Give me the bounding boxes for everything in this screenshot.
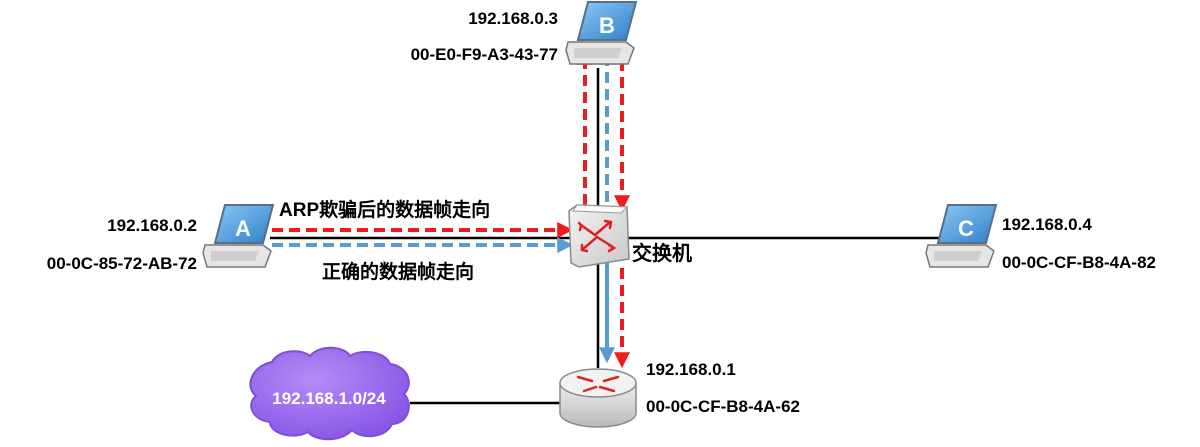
links [270, 68, 950, 405]
router-ip: 192.168.0.1 [646, 360, 736, 379]
host-c-ip: 192.168.0.4 [1002, 215, 1092, 234]
host-b-letter: B [599, 13, 615, 38]
host-b[interactable]: B [565, 1, 638, 65]
host-c[interactable]: C [925, 204, 998, 268]
host-b-mac: 00-E0-F9-A3-43-77 [411, 45, 558, 64]
switch-label: 交换机 [632, 241, 692, 265]
cloud-label: 192.168.1.0/24 [272, 389, 386, 408]
host-a-letter: A [235, 216, 251, 241]
cloud[interactable]: 192.168.1.0/24 [249, 346, 410, 441]
legend-correct-flow: 正确的数据帧走向 [322, 260, 474, 283]
host-a-ip: 192.168.0.2 [107, 216, 197, 235]
host-c-letter: C [958, 216, 974, 241]
laptop-icon: B [565, 1, 638, 65]
legend-spoofed-flow: ARP欺骗后的数据帧走向 [279, 198, 490, 221]
laptop-icon: A [202, 204, 275, 268]
host-b-ip: 192.168.0.3 [468, 9, 558, 28]
router[interactable] [559, 368, 637, 428]
host-a[interactable]: A [202, 204, 275, 268]
switch-icon [568, 204, 630, 268]
host-a-mac: 00-0C-85-72-AB-72 [47, 254, 197, 273]
switch[interactable] [568, 204, 630, 268]
router-mac: 00-0C-CF-B8-4A-62 [646, 397, 800, 416]
host-c-mac: 00-0C-CF-B8-4A-82 [1002, 253, 1156, 272]
cloud-icon [249, 346, 410, 441]
laptop-icon: C [925, 204, 998, 268]
router-icon [559, 368, 637, 428]
flow-arrows [272, 48, 630, 369]
